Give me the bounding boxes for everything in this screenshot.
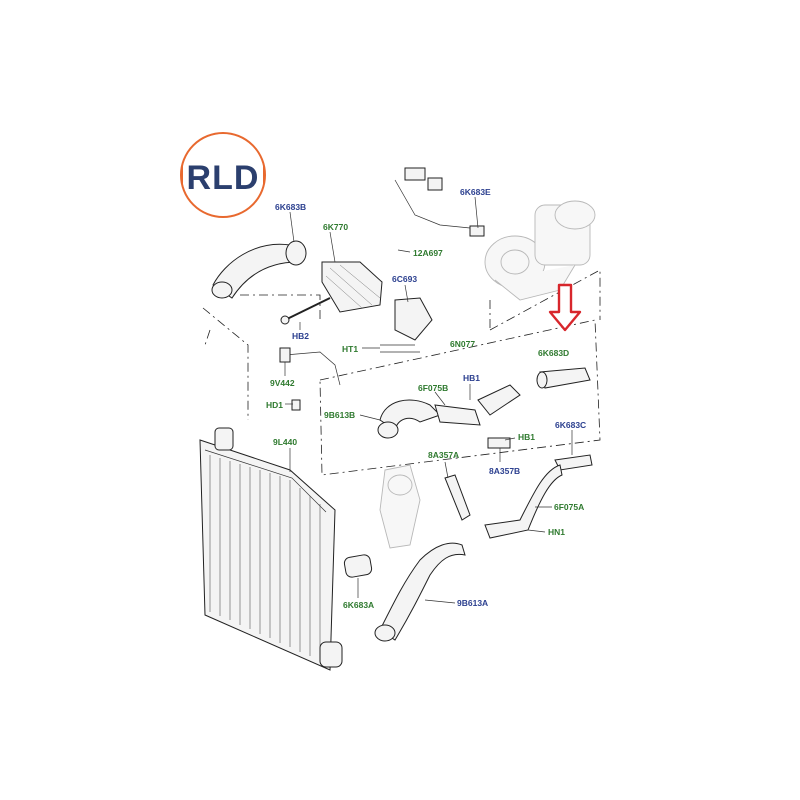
label-6K683D: 6K683D	[538, 348, 569, 358]
label-HD1: HD1	[266, 400, 283, 410]
bracket-6C693	[380, 297, 433, 353]
highlight-arrow	[548, 283, 582, 332]
hose-6K683A	[343, 554, 373, 578]
label-6K683C: 6K683C	[555, 420, 586, 430]
bolt-HB2	[280, 297, 331, 325]
label-HT1: HT1	[342, 344, 358, 354]
label-6K683B: 6K683B	[275, 202, 306, 212]
bracket-8A357B	[487, 437, 511, 449]
label-6F075A: 6F075A	[554, 502, 584, 512]
label-6K770: 6K770	[323, 222, 348, 232]
label-6F075B: 6F075B	[418, 383, 448, 393]
label-12A697: 12A697	[413, 248, 443, 258]
pipe-6F075A	[484, 464, 563, 539]
hose-6F075B	[434, 384, 521, 426]
label-8A357A: 8A357A	[428, 450, 459, 460]
pipe-9B613B	[377, 399, 441, 439]
label-8A357B: 8A357B	[489, 466, 520, 476]
label-6K683E: 6K683E	[460, 187, 491, 197]
hose-6K683B	[211, 240, 307, 299]
intercooler-9L440	[199, 427, 343, 671]
rld-logo: RLD	[180, 132, 266, 226]
svg-text:RLD: RLD	[187, 159, 260, 197]
label-9V442: 9V442	[270, 378, 295, 388]
pipe-9B613A	[374, 542, 466, 642]
label-9L440: 9L440	[273, 437, 297, 447]
label-9B613B: 9B613B	[324, 410, 355, 420]
label-HN1: HN1	[548, 527, 565, 537]
label-HB1-upper: HB1	[463, 373, 480, 383]
assembly-frames	[202, 269, 601, 476]
pipe-6K683E	[394, 167, 485, 237]
label-6N077: 6N077	[450, 339, 475, 349]
label-6C693: 6C693	[392, 274, 417, 284]
turbocharger-ghost	[484, 200, 596, 301]
bracket-8A357A	[444, 474, 471, 521]
label-6K683A: 6K683A	[343, 600, 374, 610]
pipe-6K683D	[536, 367, 591, 389]
air-box-6K770	[321, 261, 383, 313]
label-HB1-lower: HB1	[518, 432, 535, 442]
label-9B613A: 9B613A	[457, 598, 488, 608]
part-labels: 6K683B 6K770 6K683E 12A697 6C693 HB2 HT1…	[266, 187, 586, 610]
label-HB2: HB2	[292, 331, 309, 341]
egr-valve-ghost	[379, 464, 421, 549]
leader-lines	[284, 196, 573, 604]
